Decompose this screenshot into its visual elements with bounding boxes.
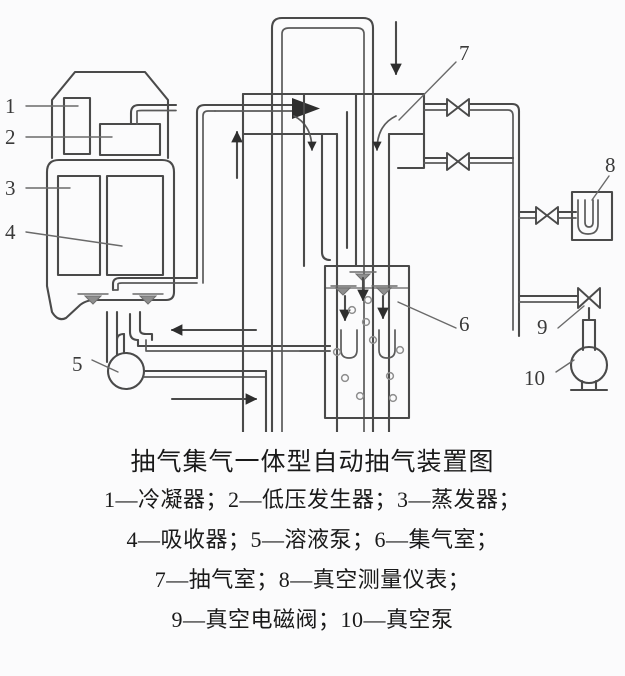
callout-6-number: 6 bbox=[459, 312, 470, 336]
absorber-box bbox=[105, 174, 165, 277]
pumping-chamber bbox=[241, 92, 426, 432]
downcomer-left-arrow bbox=[293, 115, 317, 151]
pump-piping bbox=[105, 332, 268, 378]
legend-line-4: 9—真空电磁阀；10—真空泵 bbox=[171, 607, 454, 632]
schematic-diagram: .ln { fill: none; stroke: #4a4a4a; strok… bbox=[5, 16, 616, 432]
machine-upper-shell bbox=[50, 70, 170, 160]
figure-title: 抽气集气一体型自动抽气装置图 bbox=[130, 449, 495, 476]
left-riser-pipe bbox=[195, 103, 217, 284]
vacuum-pump bbox=[569, 318, 609, 392]
callout-1-number: 1 bbox=[5, 94, 16, 118]
vacuum-gauge bbox=[570, 190, 614, 242]
callout-1: 1 bbox=[5, 94, 79, 118]
callout-10: 10 bbox=[524, 359, 575, 390]
valve-top[interactable] bbox=[422, 98, 521, 338]
valve-middle[interactable] bbox=[422, 152, 515, 171]
generator-box bbox=[98, 122, 162, 157]
downcomer-tubes bbox=[302, 92, 358, 268]
chamber-feed-right-arrow bbox=[213, 98, 320, 119]
callout-3: 3 bbox=[5, 176, 71, 200]
legend-line-3: 7—抽气室；8—真空测量仪表； bbox=[154, 567, 471, 592]
callout-2-number: 2 bbox=[5, 125, 16, 149]
callout-8: 8 bbox=[591, 153, 616, 201]
generator-outlet-pipe bbox=[129, 103, 178, 126]
solution-pump bbox=[106, 351, 146, 391]
callout-7: 7 bbox=[398, 41, 470, 121]
condenser-box bbox=[62, 96, 92, 156]
legend-line-1: 1—冷凝器；2—低压发生器；3—蒸发器； bbox=[103, 487, 521, 512]
callout-5-number: 5 bbox=[72, 352, 83, 376]
downcomer-right-arrow bbox=[372, 115, 397, 151]
callout-9: 9 bbox=[537, 305, 585, 339]
solenoid-branch-pipe bbox=[517, 294, 580, 303]
sump-level-markers bbox=[77, 293, 164, 305]
callout-4-number: 4 bbox=[5, 220, 16, 244]
figure-caption: 抽气集气一体型自动抽气装置图 1—冷凝器；2—低压发生器；3—蒸发器； 4—吸收… bbox=[0, 432, 625, 676]
callout-10-number: 10 bbox=[524, 366, 545, 390]
machine-lower-shell bbox=[45, 158, 176, 321]
gas-chamber-internals bbox=[330, 271, 405, 403]
return-header-pipe bbox=[136, 338, 332, 352]
legend-line-2: 4—吸收器；5—溶液泵；6—集气室； bbox=[126, 527, 499, 552]
gas-chamber-inlet-pipe bbox=[298, 344, 332, 352]
callout-2: 2 bbox=[5, 125, 113, 149]
callout-8-number: 8 bbox=[605, 153, 616, 177]
callout-7-number: 7 bbox=[459, 41, 470, 65]
callout-3-number: 3 bbox=[5, 176, 16, 200]
absorber-return-pipe bbox=[111, 276, 199, 292]
gauge-branch-valve[interactable] bbox=[517, 206, 578, 225]
top-bridge-pipe bbox=[270, 16, 375, 432]
callout-9-number: 9 bbox=[537, 315, 548, 339]
callout-5: 5 bbox=[72, 352, 119, 376]
callout-4: 4 bbox=[5, 220, 123, 247]
callout-6: 6 bbox=[397, 301, 470, 336]
evaporator-box bbox=[56, 174, 102, 277]
vacuum-solenoid-valve[interactable] bbox=[577, 287, 601, 322]
